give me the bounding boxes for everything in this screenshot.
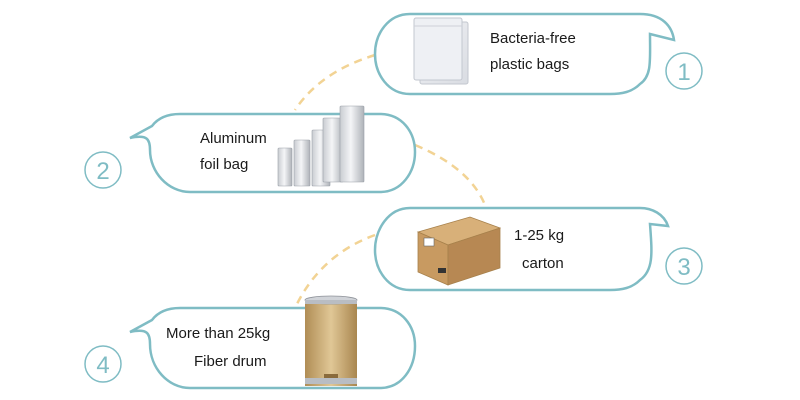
connector-2-3 bbox=[414, 143, 487, 206]
step-4-badge: 4 bbox=[84, 345, 122, 383]
connector-1-2 bbox=[293, 53, 376, 111]
step-2-badge: 2 bbox=[84, 151, 122, 189]
plastic-bag-icon bbox=[413, 17, 469, 85]
step-2-bubble bbox=[129, 112, 417, 194]
step-3-label-line-2: carton bbox=[522, 255, 564, 272]
step-1-label-line-1: Bacteria-free bbox=[490, 30, 576, 47]
cardboard-box-icon bbox=[416, 216, 502, 286]
step-3-badge: 3 bbox=[665, 247, 703, 285]
fiber-drum-icon bbox=[304, 295, 358, 386]
step-4-card: More than 25kg Fiber drum 4 bbox=[84, 295, 417, 390]
step-4-number: 4 bbox=[96, 352, 109, 379]
step-3-label-line-1: 1-25 kg bbox=[514, 227, 564, 244]
step-1-number: 1 bbox=[677, 59, 690, 86]
step-4-bubble bbox=[129, 306, 417, 390]
connectors bbox=[293, 53, 487, 309]
step-2-number: 2 bbox=[96, 158, 109, 185]
step-2-label-line-1: Aluminum bbox=[200, 130, 267, 147]
step-1-label-line-2: plastic bags bbox=[490, 56, 569, 73]
step-4-label-line-2: Fiber drum bbox=[194, 353, 267, 370]
step-3-card: 1-25 kg carton 3 bbox=[373, 206, 703, 292]
step-4-label-line-1: More than 25kg bbox=[166, 325, 270, 342]
foil-bags-icon bbox=[277, 105, 365, 187]
step-3-number: 3 bbox=[677, 254, 690, 281]
step-1-badge: 1 bbox=[665, 52, 703, 90]
connector-3-4 bbox=[293, 233, 376, 309]
step-1-card: Bacteria-free plastic bags 1 bbox=[373, 12, 703, 96]
step-2-card: Aluminum foil bag 2 bbox=[84, 105, 417, 194]
step-2-label-line-2: foil bag bbox=[200, 156, 248, 173]
